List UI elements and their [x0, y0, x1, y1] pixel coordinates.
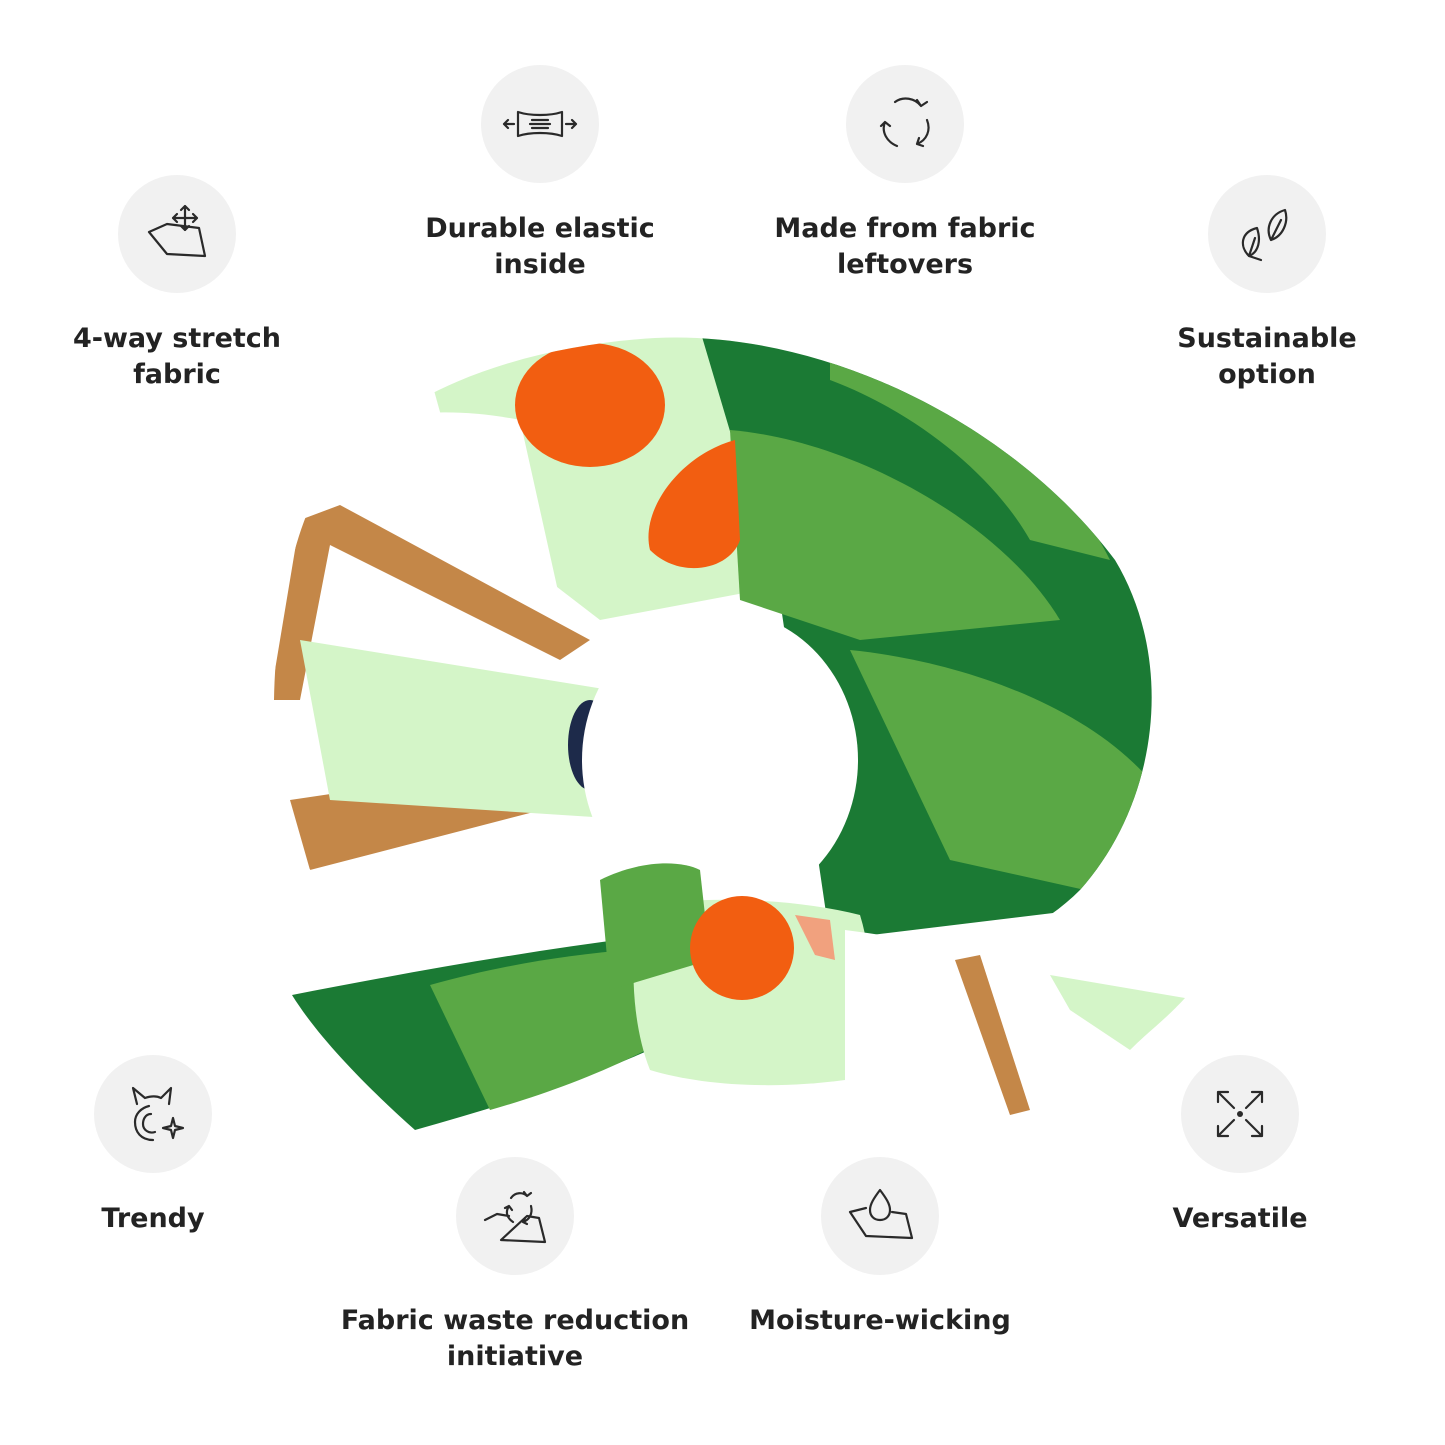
feature-sustainable-label: Sustainable option [1177, 323, 1357, 390]
feature-moisture-label: Moisture-wicking [749, 1305, 1011, 1336]
expand-arrows-icon [1216, 1090, 1264, 1138]
feature-elastic-label: Durable elastic inside [425, 213, 655, 280]
recycle-icon [879, 97, 930, 148]
feature-versatile-label: Versatile [1172, 1203, 1308, 1234]
feature-sustainable-icon-bg [1208, 175, 1326, 293]
feature-moisture-icon-bg [821, 1157, 939, 1275]
feature-trendy-label: Trendy [101, 1203, 205, 1234]
feature-stretch-icon-bg [118, 175, 236, 293]
feature-leftovers-icon-bg [846, 65, 964, 183]
cat-sparkle-icon [131, 1086, 185, 1142]
feature-waste-icon-bg [456, 1157, 574, 1275]
feature-trendy-icon-bg [94, 1055, 212, 1173]
feature-versatile-icon-bg [1181, 1055, 1299, 1173]
leaves-icon [1241, 208, 1288, 262]
feature-stretch-label: 4-way stretch fabric [72, 323, 282, 390]
droplet-fabric-icon [848, 1188, 914, 1240]
feature-leftovers-label: Made from fabric leftovers [774, 213, 1036, 280]
feature-waste-label: Fabric waste reduction initiative [340, 1305, 690, 1372]
fabric-recycle-icon [483, 1190, 547, 1244]
elastic-icon [502, 110, 578, 138]
stretch-fabric-icon [147, 204, 207, 258]
feature-elastic-icon-bg [481, 65, 599, 183]
